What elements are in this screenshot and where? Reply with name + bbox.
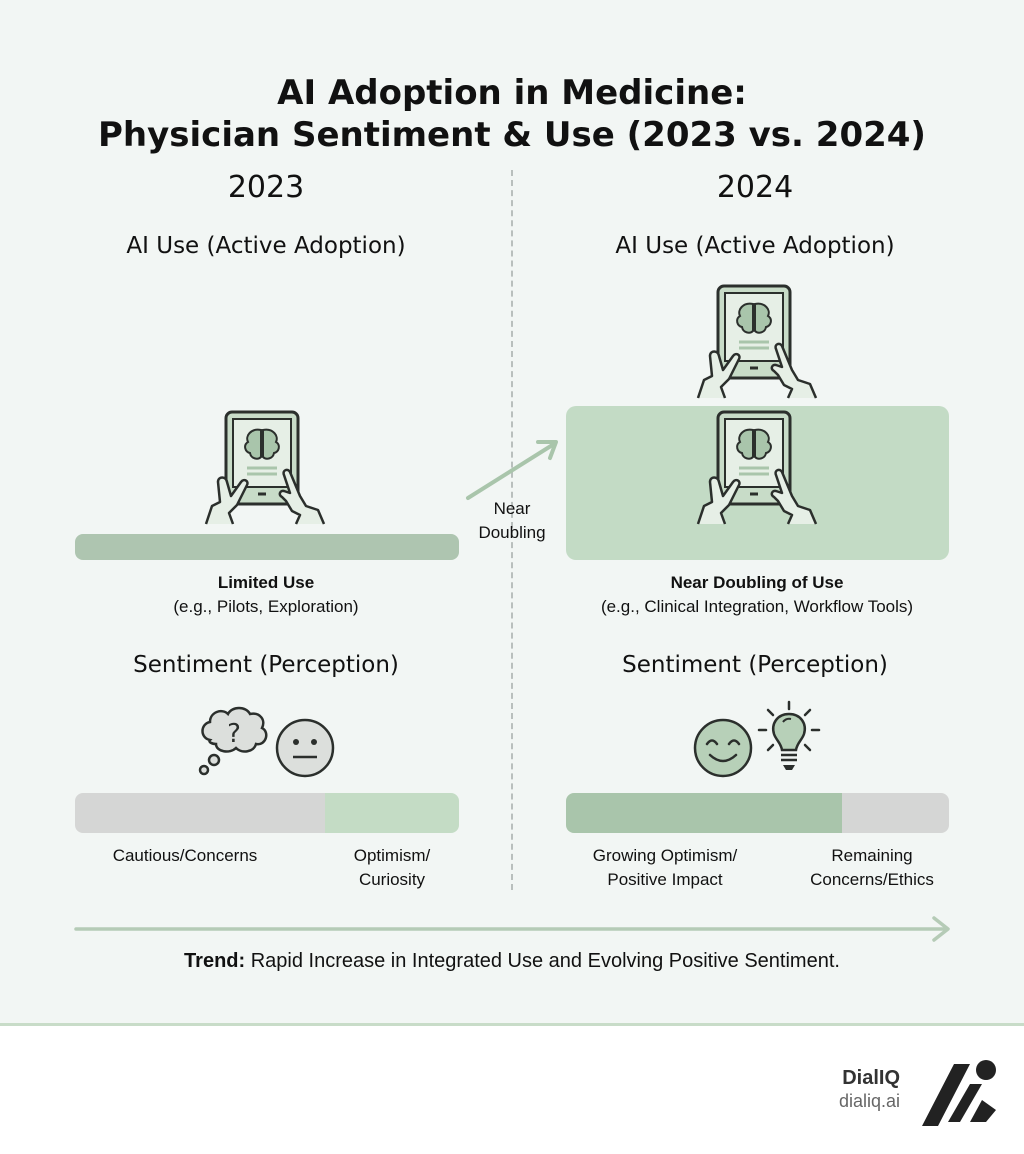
- sentiment-heading-2023: Sentiment (Perception): [133, 652, 399, 678]
- annotation-line-1: Near: [493, 499, 531, 518]
- use-heading-2023: AI Use (Active Adoption): [126, 233, 406, 259]
- tablet-brain-icon-2024: [696, 410, 818, 525]
- column-divider: [511, 170, 513, 890]
- brand-block: DialIQ dialiq.ai: [839, 1066, 900, 1112]
- sentiment-segment-concerns-2023: [75, 793, 325, 833]
- sentiment-heading-2024: Sentiment (Perception): [622, 652, 888, 678]
- use-examples-2024: (e.g., Clinical Integration, Workflow To…: [600, 597, 914, 616]
- infographic-canvas: AI Adoption in Medicine: Physician Senti…: [0, 0, 1024, 1025]
- use-label-2024: Near Doubling of Use: [670, 573, 844, 592]
- smiling-face-icon: [693, 718, 753, 778]
- annotation-line-2: Doubling: [478, 523, 546, 542]
- growth-arrow-icon: [466, 440, 558, 500]
- page-title: AI Adoption in Medicine: Physician Senti…: [0, 72, 1024, 156]
- tablet-brain-icon-2023: [204, 410, 326, 525]
- trend-summary: Trend: Rapid Increase in Integrated Use …: [0, 950, 1024, 973]
- brand-url: dialiq.ai: [838, 1091, 900, 1111]
- footer: [0, 1026, 1024, 1154]
- title-line-2: Physician Sentiment & Use (2023 vs. 2024…: [98, 115, 926, 155]
- use-examples-2023: (e.g., Pilots, Exploration): [173, 597, 359, 616]
- label-line-1: Remaining: [831, 846, 913, 865]
- svg-text:?: ?: [227, 719, 241, 749]
- brand-name: DialIQ: [842, 1067, 900, 1089]
- sentiment-bar-2023: [75, 793, 459, 833]
- neutral-face-icon: [275, 718, 335, 778]
- label-line-2: Concerns/Ethics: [810, 870, 934, 889]
- year-2023-heading: 2023: [227, 170, 305, 205]
- trend-text: Rapid Increase in Integrated Use and Evo…: [245, 950, 840, 972]
- trend-arrow-icon: [74, 916, 950, 942]
- sentiment-label-optimism-2024: Growing Optimism/ Positive Impact: [570, 844, 760, 892]
- sentiment-bar-2024: [566, 793, 949, 833]
- use-label-2023: Limited Use: [217, 573, 315, 592]
- year-2024-heading: 2024: [716, 170, 794, 205]
- label-line-1: Optimism/: [353, 846, 431, 865]
- trend-label: Trend:: [184, 950, 246, 972]
- dialiq-logo-icon: [922, 1060, 996, 1126]
- sentiment-label-concerns-2024: Remaining Concerns/Ethics: [800, 844, 944, 892]
- tablet-brain-icon-2024-top: [696, 284, 818, 399]
- footer-rule: [0, 1023, 1024, 1026]
- near-doubling-annotation: Near Doubling: [462, 497, 562, 545]
- sentiment-segment-concerns-2024: [841, 793, 949, 833]
- sentiment-label-concerns-2023: Cautious/Concerns: [112, 846, 258, 865]
- use-bar-2023: [75, 534, 459, 560]
- label-line-2: Positive Impact: [607, 870, 723, 889]
- label-line-2: Curiosity: [358, 870, 426, 889]
- sentiment-label-optimism-2023: Optimism/ Curiosity: [330, 844, 454, 892]
- sentiment-segment-optimism-2024: [566, 793, 842, 833]
- sentiment-segment-optimism-2023: [324, 793, 459, 833]
- thought-cloud-question-icon: ?: [198, 706, 268, 776]
- lightbulb-icon: [757, 700, 821, 770]
- use-heading-2024: AI Use (Active Adoption): [615, 233, 895, 259]
- label-line-1: Growing Optimism/: [592, 846, 738, 865]
- title-line-1: AI Adoption in Medicine:: [277, 73, 747, 113]
